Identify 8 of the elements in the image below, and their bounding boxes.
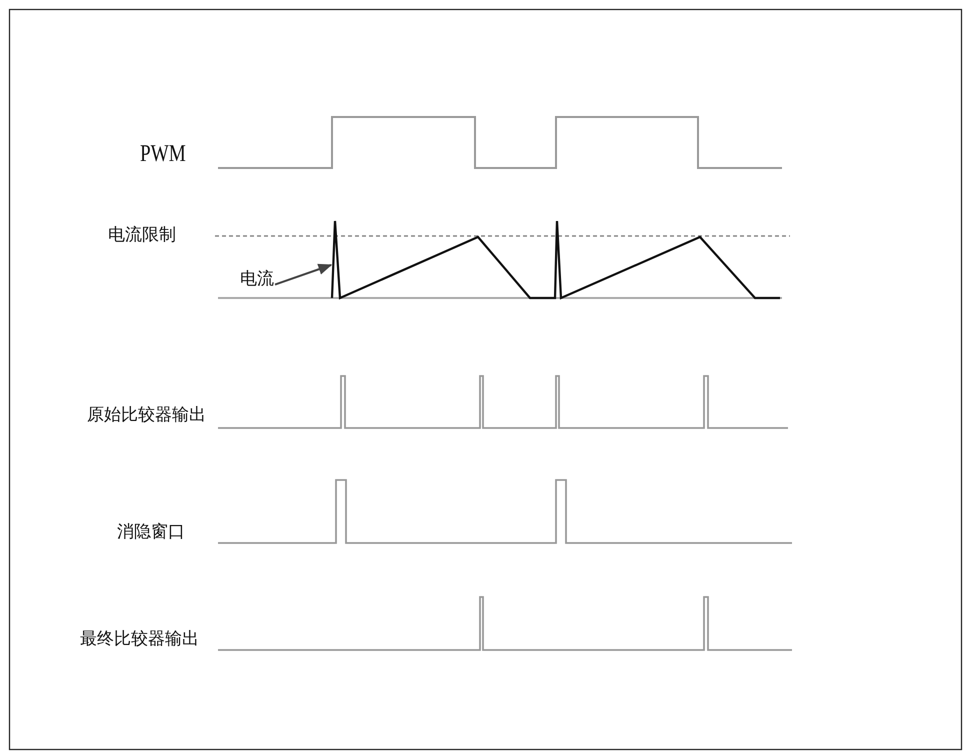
signal-label: PWM — [140, 142, 186, 166]
leader-arrow — [274, 264, 332, 286]
signal-label: 最终比较器输出 — [80, 631, 199, 648]
current-label: 电流 — [240, 271, 274, 288]
current-waveform — [330, 220, 780, 300]
signal-label: 消隐窗口 — [117, 524, 185, 541]
signal-label: 电流限制 — [108, 227, 176, 244]
signal-label: 原始比较器输出 — [87, 407, 206, 424]
